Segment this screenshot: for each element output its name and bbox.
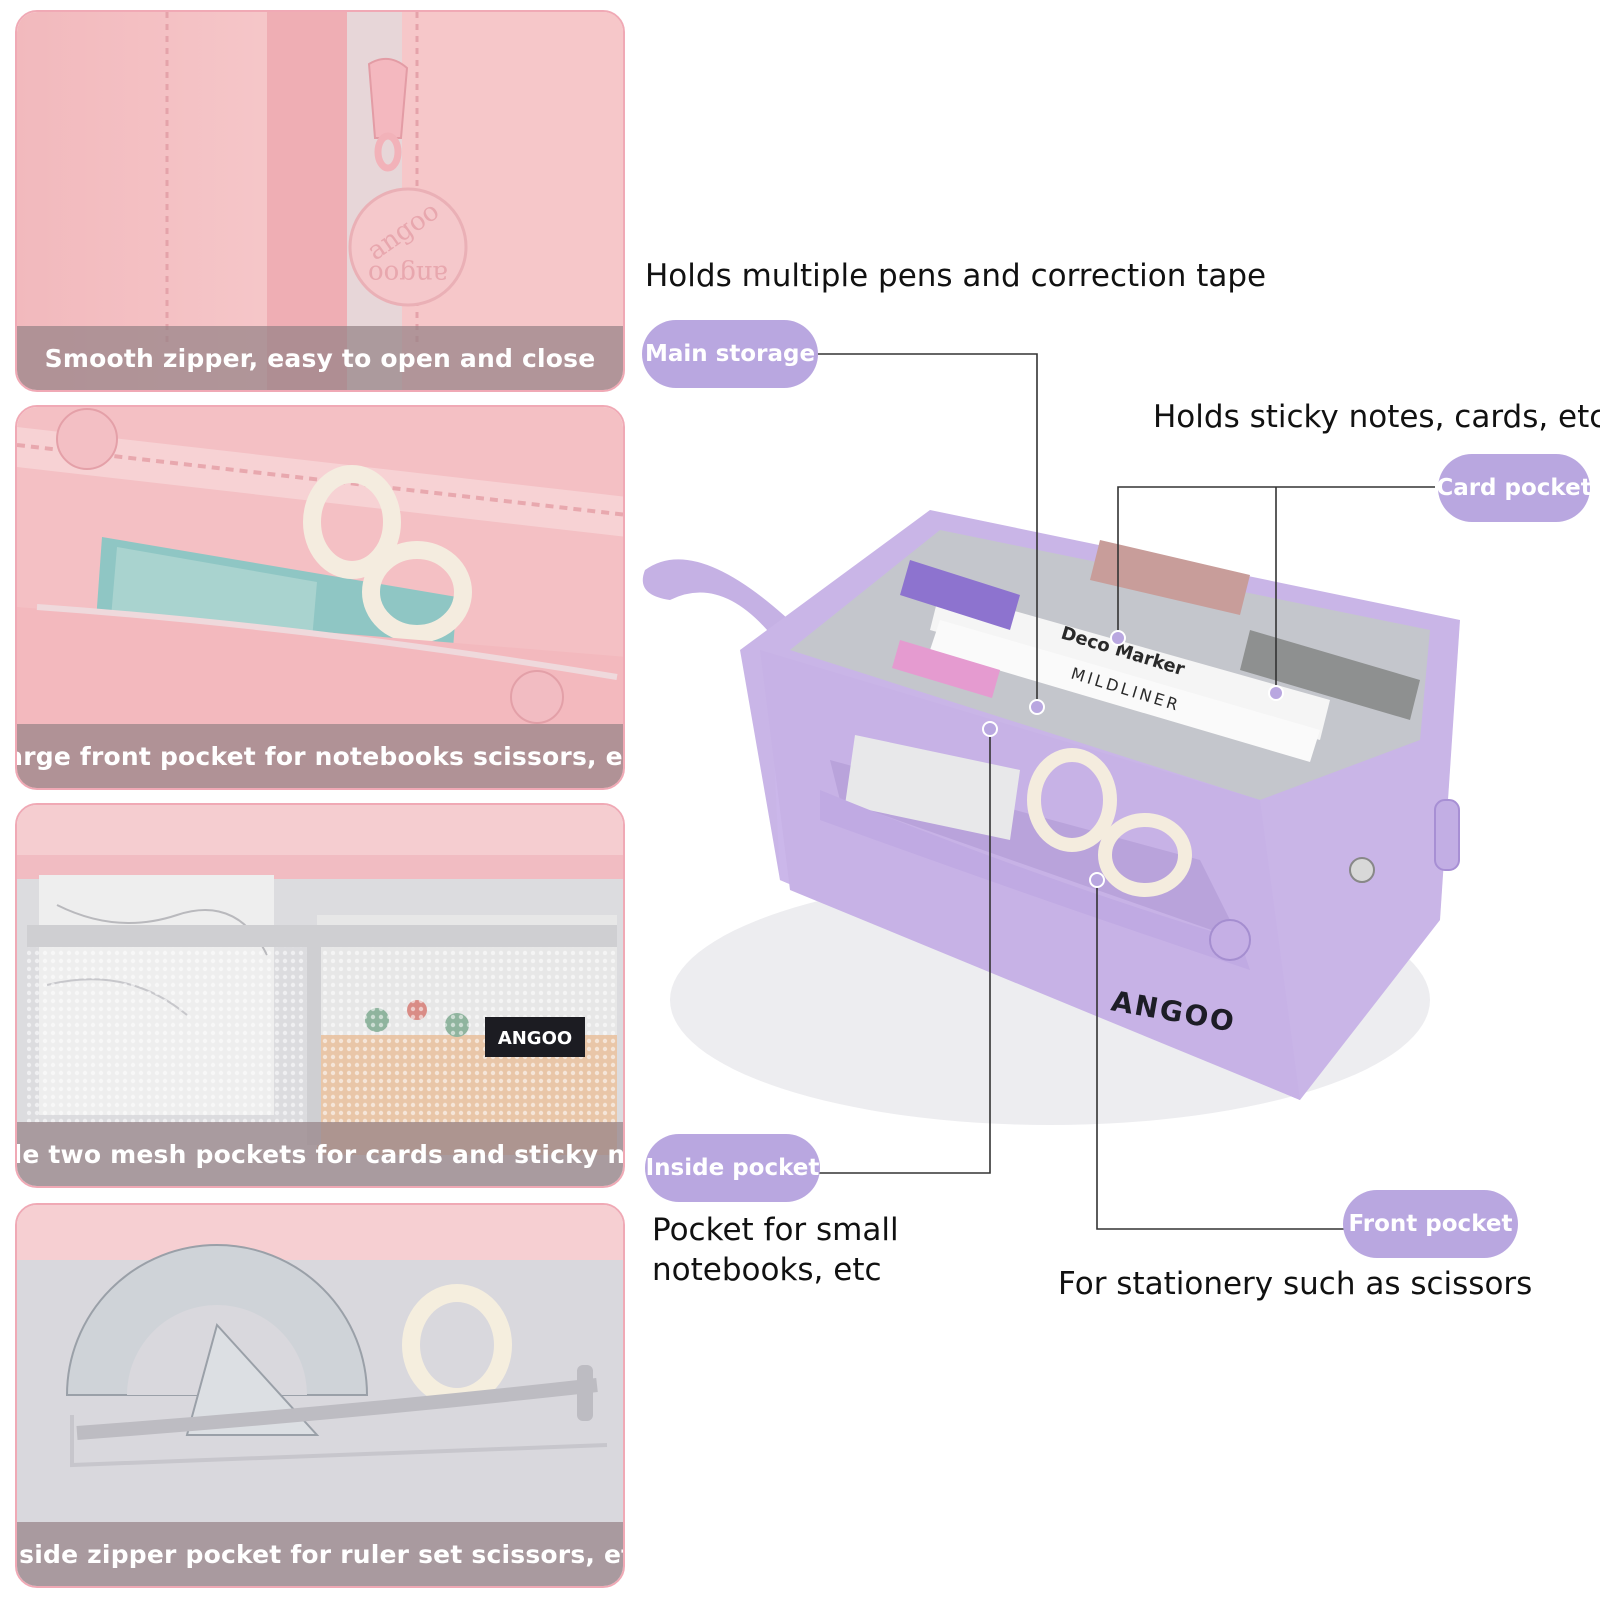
zipper-pull-icon	[56, 408, 118, 470]
zipper-pull-icon	[577, 1365, 593, 1421]
inside-pocket-description-line1: Pocket for small	[652, 1212, 899, 1248]
inside-pocket-description-line2: notebooks, etc	[652, 1252, 882, 1288]
front-pocket-photo-panel: Large front pocket for notebooks scissor…	[15, 405, 625, 790]
caption-bar: Inside two mesh pockets for cards and st…	[17, 1122, 623, 1186]
caption-bar: Inside zipper pocket for ruler set sciss…	[17, 1522, 623, 1586]
panel-caption: Large front pocket for notebooks scissor…	[15, 741, 625, 771]
front-pocket-label: Front pocket	[1343, 1190, 1518, 1258]
panel-caption: Inside zipper pocket for ruler set sciss…	[15, 1539, 625, 1569]
svg-text:angoo: angoo	[368, 259, 448, 289]
zipper-photo-panel: angoo angoo Smooth zipper, easy to open …	[15, 10, 625, 392]
front-pocket-description: For stationery such as scissors	[1058, 1266, 1533, 1302]
panel-caption: Inside two mesh pockets for cards and st…	[17, 1139, 625, 1169]
set-square	[185, 1322, 320, 1436]
caption-bar: Smooth zipper, easy to open and close	[17, 326, 623, 390]
card-pocket-description: Holds sticky notes, cards, etc	[1153, 399, 1600, 435]
main-storage-description: Holds multiple pens and correction tape	[645, 258, 1267, 294]
zipper-pocket-photo-panel: Inside zipper pocket for ruler set sciss…	[15, 1203, 625, 1588]
pencil-case-photo: Deco Marker MILDLINER ANGOO	[642, 510, 1460, 1125]
wrist-strap	[642, 559, 810, 660]
main-storage-label: Main storage	[642, 320, 818, 388]
zipper-photo: angoo angoo	[17, 12, 623, 390]
brand-label	[485, 1017, 585, 1057]
panel-caption: Smooth zipper, easy to open and close	[44, 343, 596, 373]
inside-pocket-label: Inside pocket	[645, 1134, 820, 1202]
mesh-pockets-photo-panel: ANGOO Inside two mesh pockets for cards …	[15, 803, 625, 1188]
caption-bar: Large front pocket for notebooks scissor…	[17, 724, 623, 788]
card-pocket-label: Card pocket	[1436, 454, 1592, 522]
zipper-pull-disc	[348, 187, 468, 307]
svg-text:ANGOO: ANGOO	[498, 1028, 572, 1049]
